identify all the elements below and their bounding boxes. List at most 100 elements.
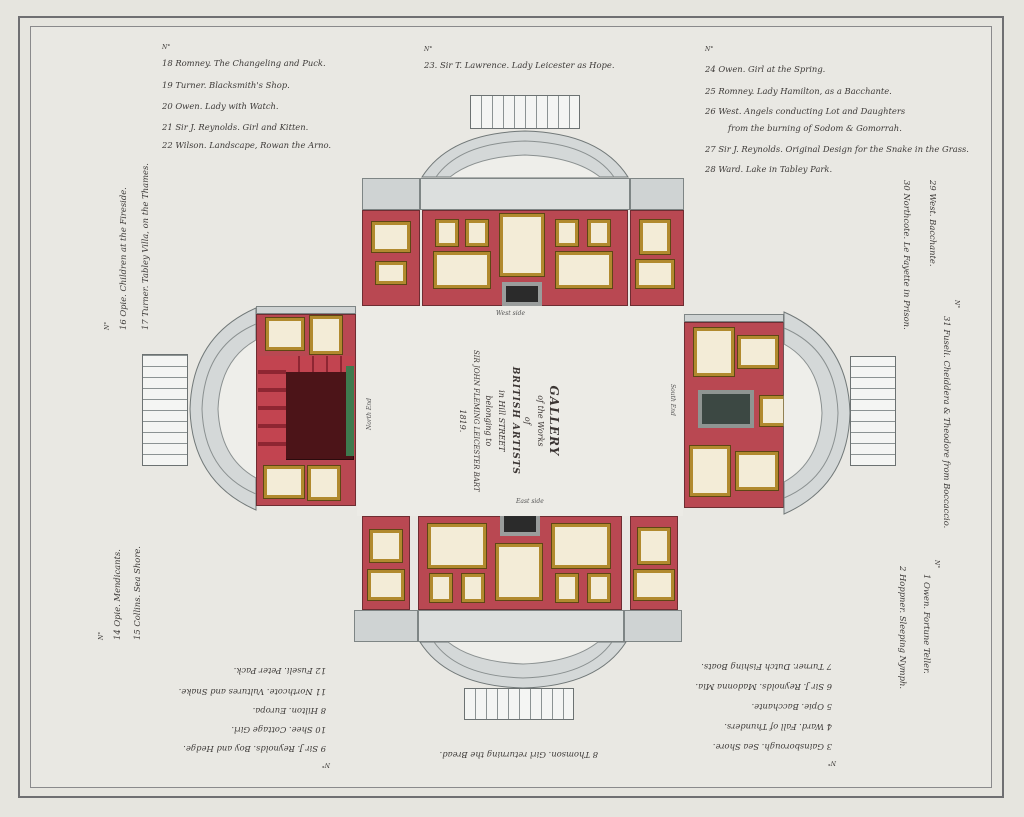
- pilaster-br: [624, 610, 682, 642]
- frieze-bottom: [418, 610, 624, 642]
- n-mark: N°: [104, 321, 111, 330]
- picture-frame: [265, 317, 305, 351]
- picture-frame: [461, 573, 485, 603]
- picture-frame: [309, 315, 343, 355]
- title-line: of: [523, 416, 532, 425]
- n-mark: N°: [933, 560, 940, 569]
- alcove-green-panel: [346, 366, 354, 456]
- note-line: 11 Northcote. Vultures and Snake.: [178, 687, 326, 697]
- fireplace-west: [502, 282, 542, 306]
- pilaster-bl: [354, 610, 418, 642]
- note-line: 4 Ward. Fall of Thunders.: [724, 722, 832, 732]
- label-east-side: East side: [516, 498, 544, 505]
- note-line: 29 West. Bacchante.: [928, 180, 938, 267]
- picture-frame: [433, 251, 491, 289]
- right-cornice: [684, 314, 784, 322]
- note-line: 8 Hilton. Europa.: [252, 706, 326, 716]
- label-south-end: South End: [669, 384, 676, 416]
- title-block: GALLERY of the Works of BRITISH ARTISTS …: [456, 350, 561, 492]
- note-line: 8 Thomson. Girl returning the Bread.: [439, 750, 598, 760]
- cove-right: [783, 311, 851, 515]
- note-line: 26 West. Angels conducting Lot and Daugh…: [705, 106, 906, 116]
- picture-frame: [555, 573, 579, 603]
- skylight-top: [470, 95, 580, 129]
- picture-frame: [367, 569, 405, 601]
- picture-frame: [635, 259, 675, 289]
- wall-top-right: [630, 210, 684, 306]
- title-line: of the Works: [536, 395, 545, 447]
- n-mark: N°: [953, 300, 960, 309]
- note-line: 12 Fuseli. Peter Pack.: [233, 666, 326, 676]
- note-line: 6 Sir J. Reynolds. Madonna Mia.: [695, 682, 832, 692]
- picture-frame: [465, 219, 489, 247]
- picture-frame: [639, 219, 671, 255]
- picture-frame: [499, 213, 545, 277]
- label-north-end: North End: [366, 398, 373, 430]
- note-line: 23. Sir T. Lawrence. Lady Leicester as H…: [424, 60, 615, 70]
- n-mark: N°: [424, 46, 433, 53]
- note-line: 2 Hoppner. Sleeping Nymph.: [898, 566, 908, 690]
- note-line: 1 Owen. Fortune Teller.: [922, 574, 932, 674]
- note-line: 30 Northcote. Le Fayette in Prison.: [902, 180, 912, 330]
- title-line: belonging to: [484, 395, 493, 447]
- title-line: in Hill STREET: [497, 390, 506, 452]
- note-line: 20 Owen. Lady with Watch.: [162, 101, 279, 111]
- note-line: 25 Romney. Lady Hamilton, as a Bacchante…: [705, 86, 892, 96]
- picture-frame: [551, 523, 611, 569]
- picture-frame: [633, 569, 675, 601]
- note-line: 31 Fuseli. Cheiddera & Theodore from Boc…: [942, 316, 952, 529]
- outer-border: [18, 16, 1004, 798]
- gallery-floor: [357, 306, 683, 516]
- note-line: 15 Collins. Sea Shore.: [132, 546, 142, 640]
- frieze-top: [420, 178, 630, 210]
- note-line: 27 Sir J. Reynolds. Original Design for …: [705, 144, 969, 154]
- picture-frame: [693, 327, 735, 377]
- note-line: 22 Wilson. Landscape, Rowan the Arno.: [162, 140, 332, 150]
- label-west-side: West side: [496, 310, 526, 317]
- picture-frame: [435, 219, 459, 247]
- n-mark: N°: [162, 44, 171, 51]
- picture-frame: [555, 251, 613, 289]
- n-mark: N°: [705, 46, 714, 53]
- title-british-artists: BRITISH ARTISTS: [510, 366, 520, 475]
- picture-frame: [263, 465, 305, 499]
- note-line: 21 Sir J. Reynolds. Girl and Kitten.: [162, 122, 309, 132]
- picture-frame: [429, 573, 453, 603]
- pilaster-tl: [362, 178, 420, 210]
- title-year: 1819.: [458, 409, 467, 433]
- picture-frame: [587, 573, 611, 603]
- picture-frame: [735, 451, 779, 491]
- skylight-right: [850, 356, 896, 466]
- picture-frame: [689, 445, 731, 497]
- picture-frame: [737, 335, 779, 369]
- note-line: from the burning of Sodom & Gomorrah.: [728, 123, 902, 133]
- skylight-left: [142, 354, 188, 466]
- left-cornice: [256, 306, 356, 314]
- picture-frame: [371, 221, 411, 253]
- picture-frame: [375, 261, 407, 285]
- note-line: 16 Opie. Children at the Fireside.: [118, 187, 128, 330]
- cove-bottom: [419, 641, 627, 689]
- n-mark: N°: [321, 761, 330, 768]
- note-line: 14 Opie. Mendicants.: [112, 549, 122, 640]
- note-line: 7 Turner. Dutch Fishing Boats.: [701, 662, 832, 672]
- cove-top: [421, 130, 629, 178]
- picture-frame: [307, 465, 341, 501]
- picture-frame: [637, 527, 671, 565]
- note-line: 9 Sir J. Reynolds. Boy and Hedge.: [183, 744, 326, 754]
- note-line: 19 Turner. Blacksmith's Shop.: [162, 80, 290, 90]
- picture-frame: [369, 529, 403, 563]
- doorway-south: [698, 390, 754, 428]
- note-line: 28 Ward. Lake in Tabley Park.: [705, 164, 833, 174]
- picture-frame: [427, 523, 487, 569]
- title-gallery: GALLERY: [547, 385, 561, 457]
- curtain-drape: [258, 356, 286, 460]
- title-owner: SIR JOHN FLEMING LEICESTER BART: [472, 350, 480, 492]
- pilaster-tr: [630, 178, 684, 210]
- note-line: 3 Gainsborough. Sea Shore.: [712, 742, 832, 752]
- n-mark: N°: [98, 631, 105, 640]
- curtain-valance: [286, 356, 354, 372]
- note-line: 24 Owen. Girl at the Spring.: [705, 64, 826, 74]
- picture-frame: [587, 219, 611, 247]
